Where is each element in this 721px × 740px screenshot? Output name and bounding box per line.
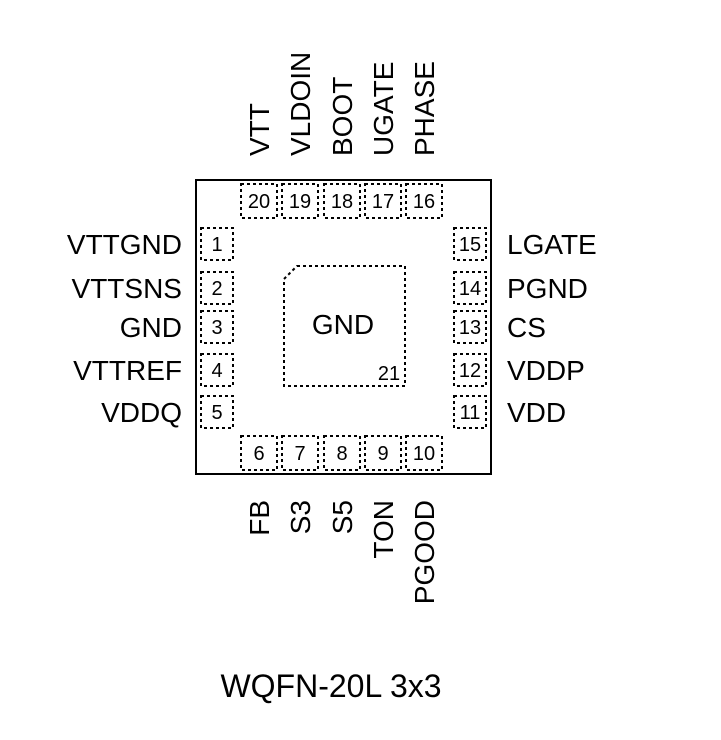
pin-7-label: S3 [285,500,316,534]
pin-13-number: 13 [459,317,481,339]
pin-5-number: 5 [211,402,222,424]
pin-13-pad [453,310,487,344]
package-caption: WQFN-20L 3x3 [220,668,441,704]
pin-19-number: 19 [289,191,311,213]
center-pad-label: GND [312,309,374,340]
pin-3-label: GND [120,312,182,343]
pin-8-number: 8 [336,443,347,465]
pin-1-pad [200,227,234,261]
pin-12-pad [453,353,487,387]
pin-12-number: 12 [459,360,481,382]
pin-18-number: 18 [331,191,353,213]
pin-7-number: 7 [294,443,305,465]
pin-4-pad [200,353,234,387]
center-pad-number: 21 [378,363,400,385]
pin-4-number: 4 [211,360,222,382]
pin-5-pad [200,395,234,429]
pin-15-pad [453,227,487,261]
pin-17-label: UGATE [368,62,399,156]
pin-5-label: VDDQ [101,397,182,428]
pin-8-pad [323,435,361,471]
pin-8-label: S5 [327,500,358,534]
pin-9-label: TON [368,500,399,559]
pin-20-label: VTT [244,103,275,156]
pin-2-label: VTTSNS [72,273,182,304]
pin-18-pad [323,183,361,219]
pin-6-number: 6 [253,443,264,465]
package-outline [195,179,492,475]
pin-6-label: FB [244,500,275,536]
pin-3-pad [200,310,234,344]
pin-20-number: 20 [248,191,270,213]
pin-17-number: 17 [372,191,394,213]
pin-11-label: VDD [507,397,566,428]
pin-9-number: 9 [377,443,388,465]
pin-7-pad [281,435,319,471]
pin-19-label: VLDOIN [285,52,316,156]
pin-9-pad [364,435,402,471]
pin-1-number: 1 [211,234,222,256]
pin-16-label: PHASE [409,61,440,156]
pin-10-pad [405,435,443,471]
pin-15-number: 15 [459,234,481,256]
pin-19-pad [281,183,319,219]
center-pad-outline [283,265,406,387]
pin-10-label: PGOOD [409,500,440,604]
pin-11-number: 11 [460,402,481,424]
pin-20-pad [240,183,278,219]
pin-14-pad [453,271,487,305]
pin-2-number: 2 [211,278,222,300]
pin-17-pad [364,183,402,219]
pin-14-number: 14 [459,278,481,300]
pin-1-label: VTTGND [67,229,182,260]
pin-16-number: 16 [413,191,435,213]
pin-3-number: 3 [211,317,222,339]
pin-11-pad [453,395,487,429]
pin-6-pad [240,435,278,471]
pin-4-label: VTTREF [73,355,182,386]
pin-13-label: CS [507,312,546,343]
pin-10-number: 10 [413,443,435,465]
pin-16-pad [405,183,443,219]
pin-2-pad [200,271,234,305]
pin-14-label: PGND [507,273,588,304]
pin-15-label: LGATE [507,229,597,260]
pin-12-label: VDDP [507,355,585,386]
pin-18-label: BOOT [327,77,358,156]
